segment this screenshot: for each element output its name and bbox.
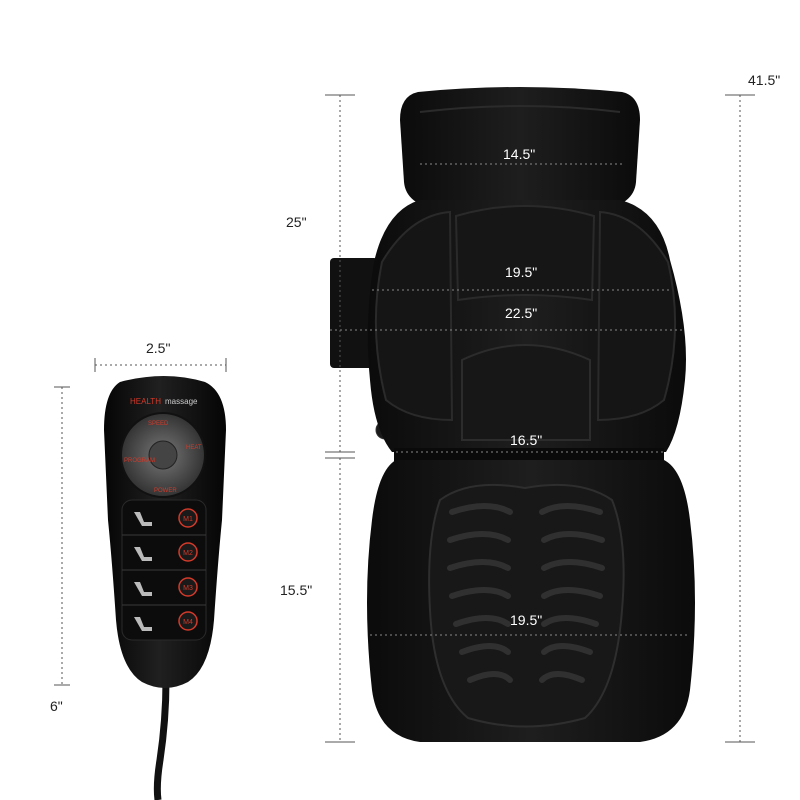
upper-height-label: 25" — [286, 214, 307, 230]
remote-width-label: 2.5" — [146, 340, 171, 356]
mode-button-label: M1 — [183, 516, 193, 523]
width-guides — [330, 163, 690, 636]
mode-button-m1[interactable]: M1 — [178, 508, 198, 528]
remote-control: HEALTH massage SPEED PROGRAM HEAT POWER … — [104, 376, 226, 800]
mode-button-label: M3 — [183, 585, 193, 592]
mode-button-label: M4 — [183, 619, 193, 626]
remote-brand-massage: massage — [165, 397, 198, 406]
mode-button-m3[interactable]: M3 — [178, 577, 198, 597]
remote-cable — [153, 679, 170, 800]
dial-label-heat: HEAT — [186, 445, 202, 451]
massage-seat-cushion — [330, 87, 695, 742]
remote-height-label: 6" — [50, 698, 63, 714]
seat-width-label: 19.5" — [510, 612, 543, 628]
upper-back-width-label: 19.5" — [505, 264, 538, 280]
mode-button-label: M2 — [183, 550, 193, 557]
dial-label-speed: SPEED — [148, 421, 169, 427]
remote-brand-health: HEALTH — [130, 397, 161, 406]
mode-button-m2[interactable]: M2 — [178, 542, 198, 562]
head-width-label: 14.5" — [503, 146, 536, 162]
dial-label-program: PROGRAM — [124, 458, 155, 464]
massage-chair-icon — [134, 512, 152, 526]
lower-height-label: 15.5" — [280, 582, 313, 598]
seat-massage-panel — [428, 483, 625, 728]
dimension-lines — [54, 94, 755, 743]
massage-chair-icon — [134, 547, 152, 561]
massage-chair-icon — [134, 582, 152, 596]
dial-label-power: POWER — [154, 488, 177, 494]
back-width-label: 22.5" — [505, 305, 538, 321]
side-strap — [330, 258, 378, 368]
massage-chair-icon — [134, 617, 152, 631]
headrest — [400, 87, 640, 210]
mode-button-m4[interactable]: M4 — [178, 611, 198, 631]
seat-joint-width-label: 16.5" — [510, 432, 543, 448]
seat-joint — [394, 448, 664, 462]
total-height-label: 41.5" — [748, 72, 781, 88]
